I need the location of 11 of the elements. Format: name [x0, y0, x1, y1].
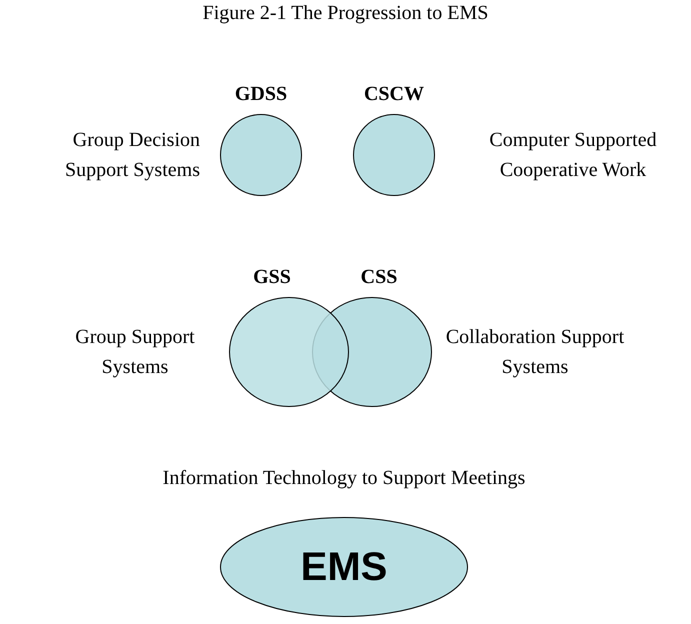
description-label: Computer Supported Cooperative Work	[488, 128, 658, 183]
description-label: Collaboration Support Systems	[444, 325, 626, 380]
figure-title: Figure 2-1 The Progression to EMS	[202, 2, 488, 25]
description-label: Information Technology to Support Meetings	[162, 466, 526, 491]
acronym-label: CSCW	[364, 82, 424, 106]
acronym-label: EMS	[300, 544, 388, 591]
acronym-label: GDSS	[234, 82, 288, 106]
description-label: Group Support Systems	[74, 325, 196, 380]
acronym-label: CSS	[360, 265, 398, 289]
description-label: Group Decision Support Systems	[64, 128, 200, 183]
acronym-label: GSS	[253, 265, 291, 289]
